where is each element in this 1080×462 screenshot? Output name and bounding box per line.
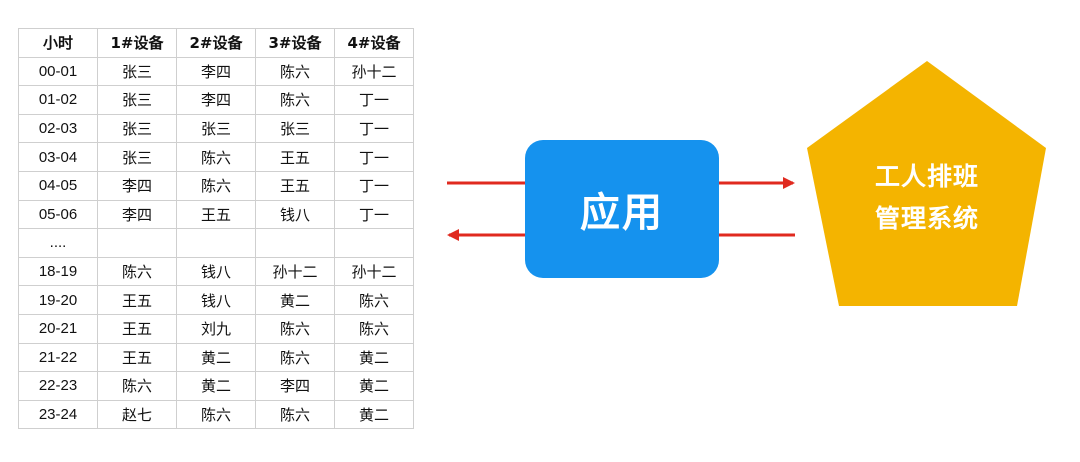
header-device-4: 4#设备 [334,28,414,58]
device-4-cell: 孙十二 [334,56,414,87]
device-1-cell: 张三 [97,113,177,144]
hour-cell: 01-02 [18,85,98,115]
device-1-cell: 张三 [97,85,177,115]
device-3-cell: 陈六 [255,342,335,373]
device-3-cell [255,228,335,258]
device-1-cell: 张三 [97,56,177,87]
application-box: 应用 [525,140,719,278]
device-2-cell [176,228,256,258]
device-4-cell: 丁一 [334,142,414,172]
hour-cell: 04-05 [18,170,98,201]
hour-cell: 22-23 [18,371,98,401]
hour-cell: 19-20 [18,285,98,315]
device-2-cell: 陈六 [176,170,256,201]
device-1-cell: 李四 [97,170,177,201]
device-3-cell: 陈六 [255,85,335,115]
device-3-cell: 陈六 [255,56,335,87]
application-label: 应用 [580,190,664,236]
system-label-line-2: 管理系统 [874,204,979,233]
device-2-cell: 李四 [176,56,256,87]
device-4-cell: 黄二 [334,371,414,401]
header-device-1: 1#设备 [97,28,177,58]
device-4-cell: 孙十二 [334,256,414,287]
device-3-cell: 黄二 [255,285,335,315]
device-4-cell: 丁一 [334,85,414,115]
device-1-cell: 王五 [97,313,177,344]
hour-cell: .... [18,228,98,258]
table-header-row: 小时 1#设备 2#设备 3#设备 4#设备 [18,28,414,58]
device-1-cell: 陈六 [97,256,177,287]
hour-cell: 21-22 [18,342,98,373]
hour-cell: 20-21 [18,313,98,344]
device-3-cell: 李四 [255,371,335,401]
header-hour: 小时 [18,28,98,58]
device-2-cell: 钱八 [176,285,256,315]
header-device-3: 3#设备 [255,28,335,58]
device-4-cell: 丁一 [334,113,414,144]
device-2-cell: 王五 [176,199,256,230]
device-2-cell: 黄二 [176,371,256,401]
device-2-cell: 刘九 [176,313,256,344]
device-1-cell: 赵七 [97,399,177,430]
device-2-cell: 陈六 [176,399,256,430]
device-4-cell: 丁一 [334,170,414,201]
device-1-cell: 陈六 [97,371,177,401]
hour-cell: 03-04 [18,142,98,172]
system-label: 工人排班 管理系统 [832,156,1022,240]
device-3-cell: 陈六 [255,399,335,430]
device-4-cell [334,228,414,258]
system-label-line-1: 工人排班 [874,162,979,191]
device-4-cell: 陈六 [334,285,414,315]
device-3-cell: 王五 [255,170,335,201]
hour-cell: 05-06 [18,199,98,230]
hour-cell: 02-03 [18,113,98,144]
device-4-cell: 黄二 [334,399,414,430]
system-pentagon [807,61,1046,306]
device-4-cell: 黄二 [334,342,414,373]
